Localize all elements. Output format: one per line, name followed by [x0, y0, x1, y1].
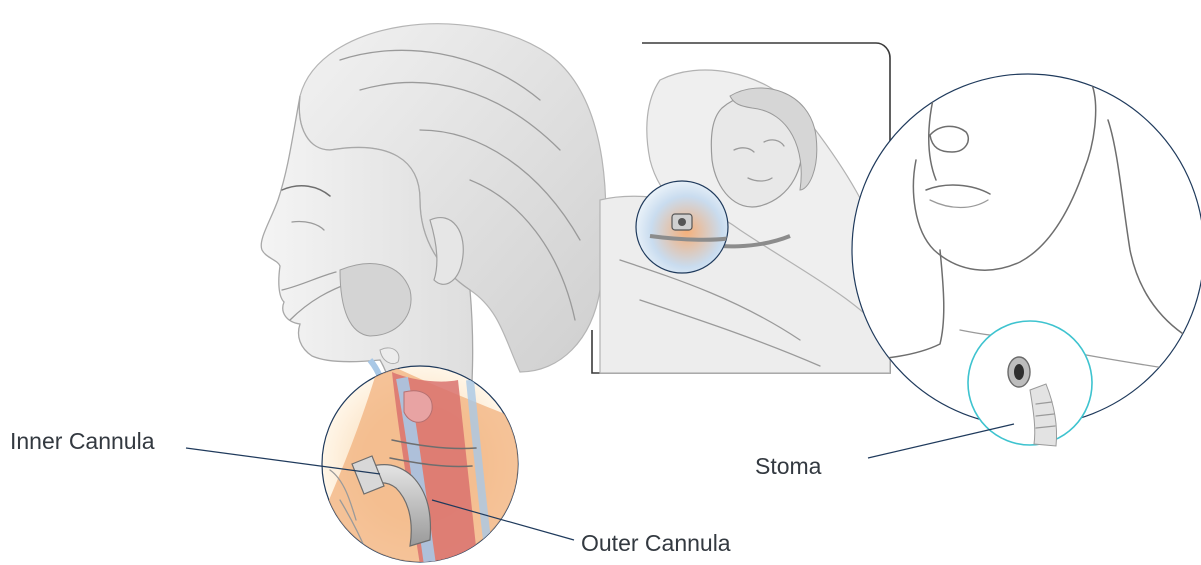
inner-cannula-label: Inner Cannula	[10, 428, 155, 454]
patient-in-bed-inset	[592, 43, 890, 373]
stoma-highlight-circle	[968, 321, 1092, 445]
neck-closeup	[852, 74, 1201, 446]
outer-cannula-label: Outer Cannula	[581, 530, 731, 556]
leader-lines	[186, 424, 1014, 540]
stoma-label: Stoma	[755, 453, 822, 479]
trachea-cutaway	[300, 360, 540, 565]
stoma-leader	[868, 424, 1014, 458]
